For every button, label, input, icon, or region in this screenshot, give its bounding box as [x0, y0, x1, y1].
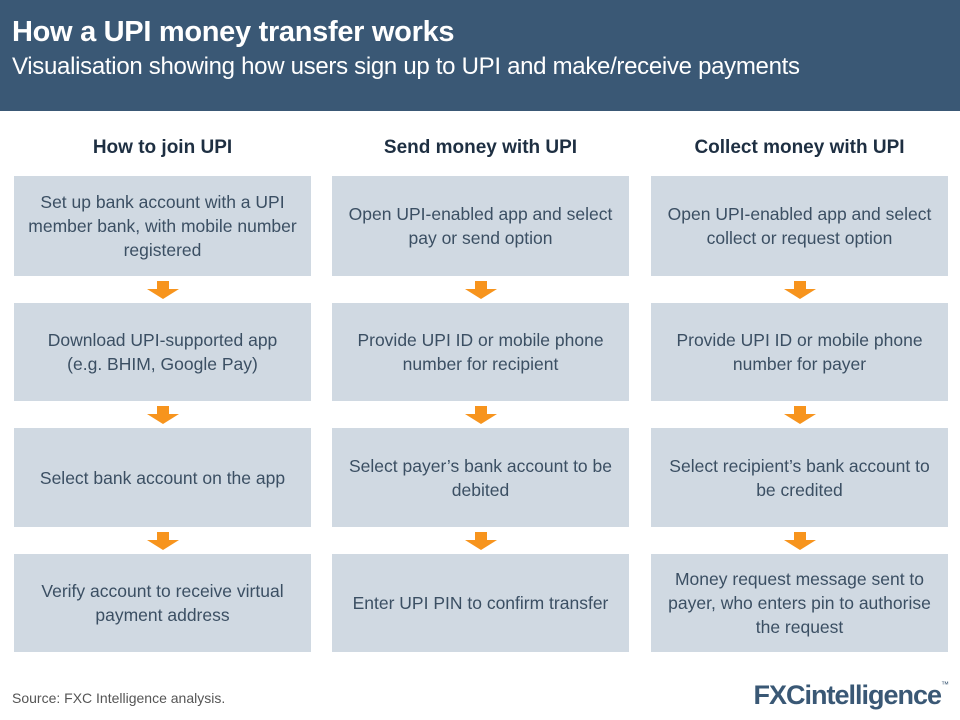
down-arrow-icon	[332, 276, 629, 303]
step-box: Set up bank account with a UPI member ba…	[14, 176, 311, 276]
step-box: Select bank account on the app	[14, 428, 311, 527]
column-title: Send money with UPI	[383, 137, 578, 158]
step-box: Provide UPI ID or mobile phone number fo…	[332, 303, 629, 401]
step-box: Open UPI-enabled app and select collect …	[651, 176, 948, 276]
column-collect: Collect money with UPI Open UPI-enabled …	[651, 128, 948, 652]
page-subtitle: Visualisation showing how users sign up …	[12, 53, 800, 80]
source-note: Source: FXC Intelligence analysis.	[12, 690, 226, 706]
header-banner: How a UPI money transfer works Visualisa…	[0, 0, 960, 111]
down-arrow-icon	[14, 527, 311, 554]
fxc-logo: FXCintelligence™	[753, 680, 949, 711]
step-box: Provide UPI ID or mobile phone number fo…	[651, 303, 948, 401]
step-box: Select recipient’s bank account to be cr…	[651, 428, 948, 527]
step-box: Select payer’s bank account to be debite…	[332, 428, 629, 527]
down-arrow-icon	[651, 527, 948, 554]
down-arrow-icon	[14, 276, 311, 303]
step-box: Money request message sent to payer, who…	[651, 554, 948, 652]
page-title: How a UPI money transfer works	[12, 16, 455, 48]
step-box: Open UPI-enabled app and select pay or s…	[332, 176, 629, 276]
step-box: Enter UPI PIN to confirm transfer	[332, 554, 629, 652]
trademark-mark: ™	[941, 680, 949, 689]
logo-text: FXCintelligence	[753, 680, 942, 710]
column-title: Collect money with UPI	[694, 137, 905, 158]
down-arrow-icon	[332, 401, 629, 428]
step-box: Download UPI-supported app (e.g. BHIM, G…	[14, 303, 311, 401]
column-title: How to join UPI	[92, 137, 233, 158]
column-send: Send money with UPI Open UPI-enabled app…	[332, 128, 629, 652]
down-arrow-icon	[14, 401, 311, 428]
column-join: How to join UPI Set up bank account with…	[14, 128, 311, 652]
down-arrow-icon	[651, 401, 948, 428]
step-box: Verify account to receive virtual paymen…	[14, 554, 311, 652]
down-arrow-icon	[651, 276, 948, 303]
down-arrow-icon	[332, 527, 629, 554]
